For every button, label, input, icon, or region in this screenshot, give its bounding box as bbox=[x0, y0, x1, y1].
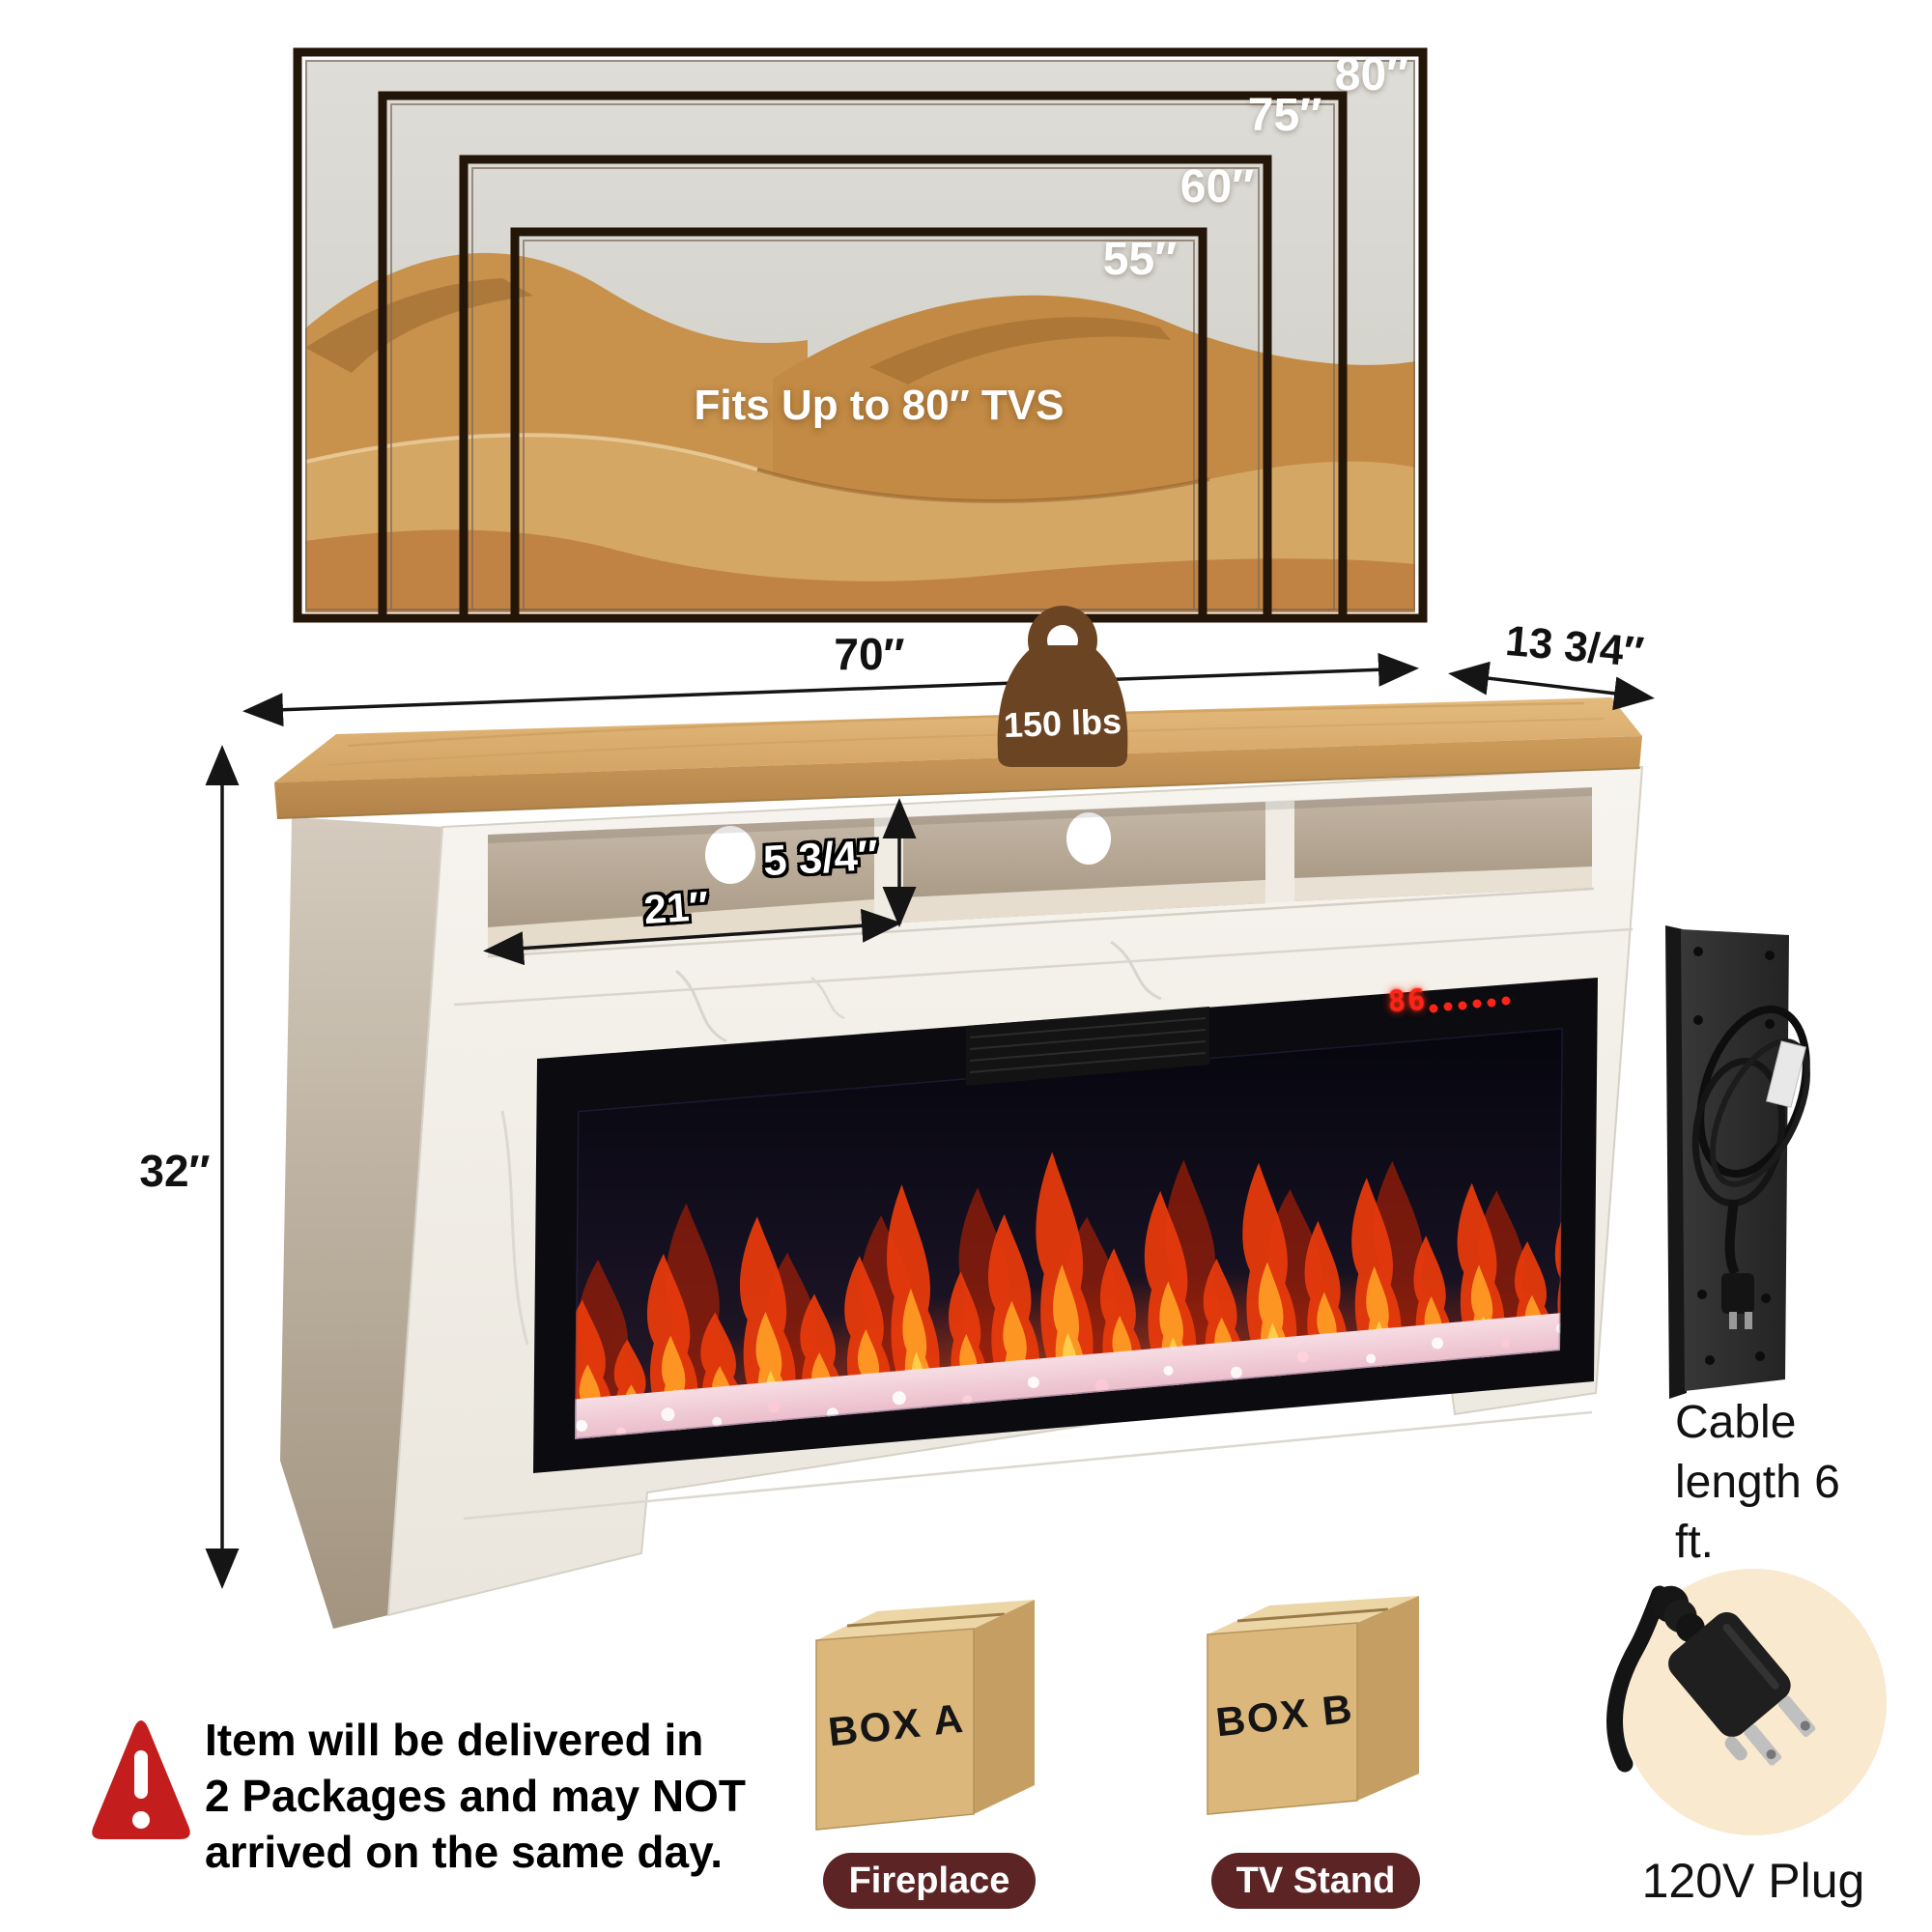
cord-end bbox=[1724, 1199, 1740, 1276]
plinth-seam bbox=[463, 1410, 1593, 1520]
fireplace-back-panel bbox=[1665, 925, 1810, 1399]
dune-foreground-shade bbox=[305, 529, 1415, 612]
plug-cable bbox=[1606, 1585, 1668, 1773]
cord-plug bbox=[1721, 1273, 1754, 1314]
marble-seam bbox=[453, 927, 1634, 1007]
stand-side-panel bbox=[280, 817, 442, 1629]
fits-up-to-caption: Fits Up to 80″ TVS bbox=[694, 382, 1065, 429]
delivery-note-line-2: 2 Packages and may NOT bbox=[205, 1771, 746, 1821]
cubby-divider-2 bbox=[1265, 801, 1294, 903]
weight-capacity-label: 150 lbs bbox=[1003, 700, 1122, 746]
fireplace-display-value: 86 bbox=[1387, 982, 1429, 1019]
stand-wood-top-edge bbox=[274, 736, 1642, 819]
cable-hole-2 bbox=[1066, 812, 1111, 865]
dune-ridge-highlight bbox=[305, 433, 758, 471]
marble-vein bbox=[1110, 940, 1162, 1001]
warning-icon bbox=[92, 1720, 190, 1839]
height-dimension-label: 32″ bbox=[139, 1146, 211, 1196]
weight-icon bbox=[997, 606, 1128, 767]
tv-frame-55 bbox=[510, 227, 1208, 623]
cubby-width-label: 21″ bbox=[641, 882, 710, 933]
box-b-front bbox=[1207, 1622, 1358, 1815]
dimension-arrows bbox=[205, 652, 1655, 1589]
box-a-side bbox=[974, 1600, 1035, 1814]
panel-flange bbox=[1665, 925, 1687, 1399]
cable-length-note: Cable length 6 ft. bbox=[1675, 1397, 1840, 1568]
cubby-2-floor bbox=[903, 880, 1265, 923]
delivery-note-line-3: arrived on the same day. bbox=[205, 1827, 724, 1877]
dune-ridge-shadow bbox=[756, 468, 1210, 503]
cord-tag bbox=[1766, 1040, 1806, 1108]
tv-size-75-label: 75″ bbox=[1247, 90, 1322, 141]
tv-size-55-label: 55″ bbox=[1102, 234, 1178, 285]
cubby-height-label: 5 3/4″ bbox=[761, 831, 880, 886]
box-a-icon bbox=[815, 1600, 1035, 1831]
dune-right-shadow bbox=[869, 317, 1171, 384]
box-b-icon bbox=[1207, 1596, 1419, 1815]
box-b-contents-badge: TV Stand bbox=[1211, 1853, 1420, 1909]
box-b-tape bbox=[1236, 1607, 1389, 1623]
tv-frame-55-inner bbox=[523, 240, 1195, 611]
width-dimension-label: 70″ bbox=[834, 629, 905, 679]
box-a-contents-badge: Fireplace bbox=[823, 1853, 1036, 1909]
cubby-3-floor bbox=[1294, 867, 1592, 901]
desert-photo bbox=[305, 60, 1415, 612]
panel-screws bbox=[1693, 947, 1775, 1365]
plug-voltage-label: 120V Plug bbox=[1641, 1854, 1865, 1908]
control-led-dots bbox=[1429, 996, 1511, 1013]
wood-edge-line bbox=[276, 767, 1641, 819]
box-a-front bbox=[815, 1628, 975, 1831]
marble-vein bbox=[810, 977, 845, 1020]
tv-stand bbox=[274, 697, 1644, 1629]
plug-icon bbox=[1606, 1569, 1887, 1835]
plug-head bbox=[1652, 1585, 1816, 1766]
delivery-note-line-1: Item will be delivered in bbox=[205, 1715, 704, 1765]
cable-hole-1 bbox=[705, 826, 755, 884]
cord-plug-prong bbox=[1745, 1312, 1752, 1329]
tv-size-60-label: 60″ bbox=[1179, 161, 1255, 213]
tv-size-comparison bbox=[293, 47, 1428, 623]
heater-vent-icon bbox=[966, 1007, 1209, 1086]
cord-plug-prong bbox=[1729, 1312, 1737, 1329]
width-arrow bbox=[242, 652, 1419, 727]
cubby-top-shadow bbox=[488, 787, 1592, 843]
dune-left-shadow bbox=[305, 278, 533, 373]
box-a-tape bbox=[846, 1612, 1006, 1628]
depth-arrow bbox=[1448, 661, 1655, 711]
plug-ground-pin bbox=[1724, 1736, 1747, 1761]
box-b-side bbox=[1357, 1596, 1419, 1801]
panel-body bbox=[1681, 929, 1789, 1391]
vent-slats bbox=[969, 1017, 1207, 1073]
crystal-bed bbox=[575, 1306, 1563, 1439]
cubby-width-arrow bbox=[483, 908, 902, 966]
marble-vein bbox=[500, 1110, 529, 1346]
tv-size-80-label: 80″ bbox=[1334, 49, 1409, 100]
marble-vein bbox=[675, 969, 727, 1043]
